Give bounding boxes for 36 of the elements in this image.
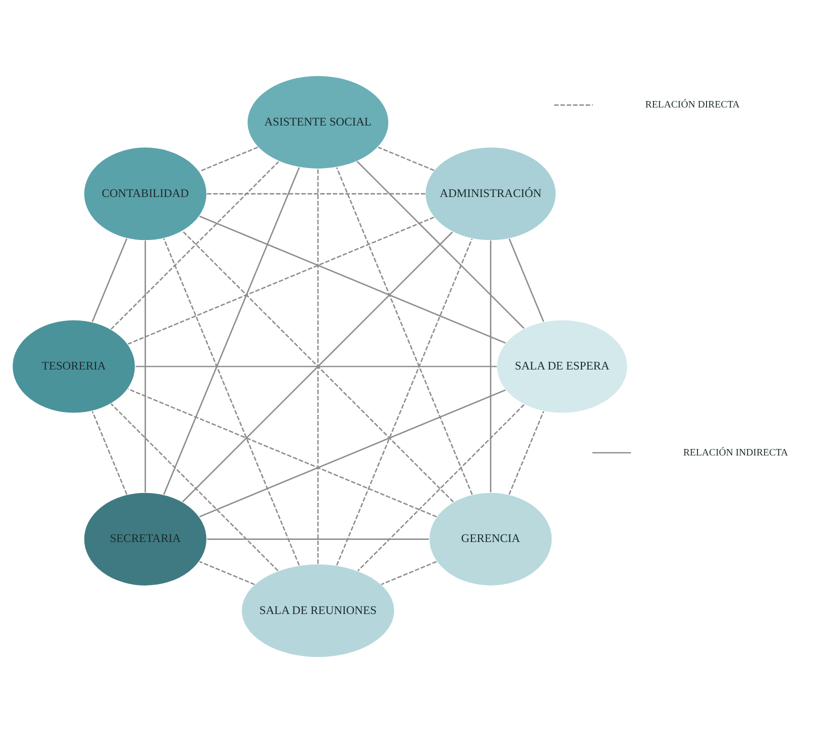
connector	[128, 216, 434, 345]
connector	[136, 366, 497, 368]
connector	[508, 411, 544, 495]
node-ellipse: SALA DE ESPERA	[496, 319, 628, 414]
node-ellipse: SALA DE REUNIONES	[240, 564, 396, 658]
connector	[356, 160, 524, 329]
connector	[206, 193, 426, 194]
connector	[92, 411, 128, 495]
node-ellipse: CONTABILIDAD	[83, 146, 208, 241]
legend-label: RELACIÓN INDIRECTA	[683, 447, 788, 458]
connector	[199, 561, 255, 586]
connector	[92, 238, 128, 322]
node-ellipse: ADMINISTRACIÓN	[424, 146, 557, 241]
connector	[128, 388, 437, 518]
connector	[163, 167, 300, 495]
connector	[110, 161, 280, 330]
connector	[207, 538, 429, 540]
legend-label: RELACIÓN DIRECTA	[645, 100, 740, 111]
connector	[199, 389, 506, 518]
connector	[336, 238, 473, 566]
connector	[357, 404, 524, 572]
node-ellipse: SECRETARIA	[83, 492, 208, 586]
connector	[336, 167, 473, 495]
node-ellipse: TESORERIA	[12, 319, 136, 414]
connector	[144, 240, 146, 492]
node-ellipse: ASISTENTE SOCIAL	[246, 75, 390, 170]
connector	[381, 560, 437, 586]
connector	[199, 216, 506, 344]
connector	[490, 240, 492, 492]
connector	[199, 146, 258, 172]
connector	[508, 238, 544, 322]
connector	[317, 169, 319, 564]
connector	[110, 403, 278, 572]
connector	[163, 238, 300, 566]
node-ellipse: GERENCIA	[428, 492, 553, 586]
connector	[378, 146, 434, 172]
